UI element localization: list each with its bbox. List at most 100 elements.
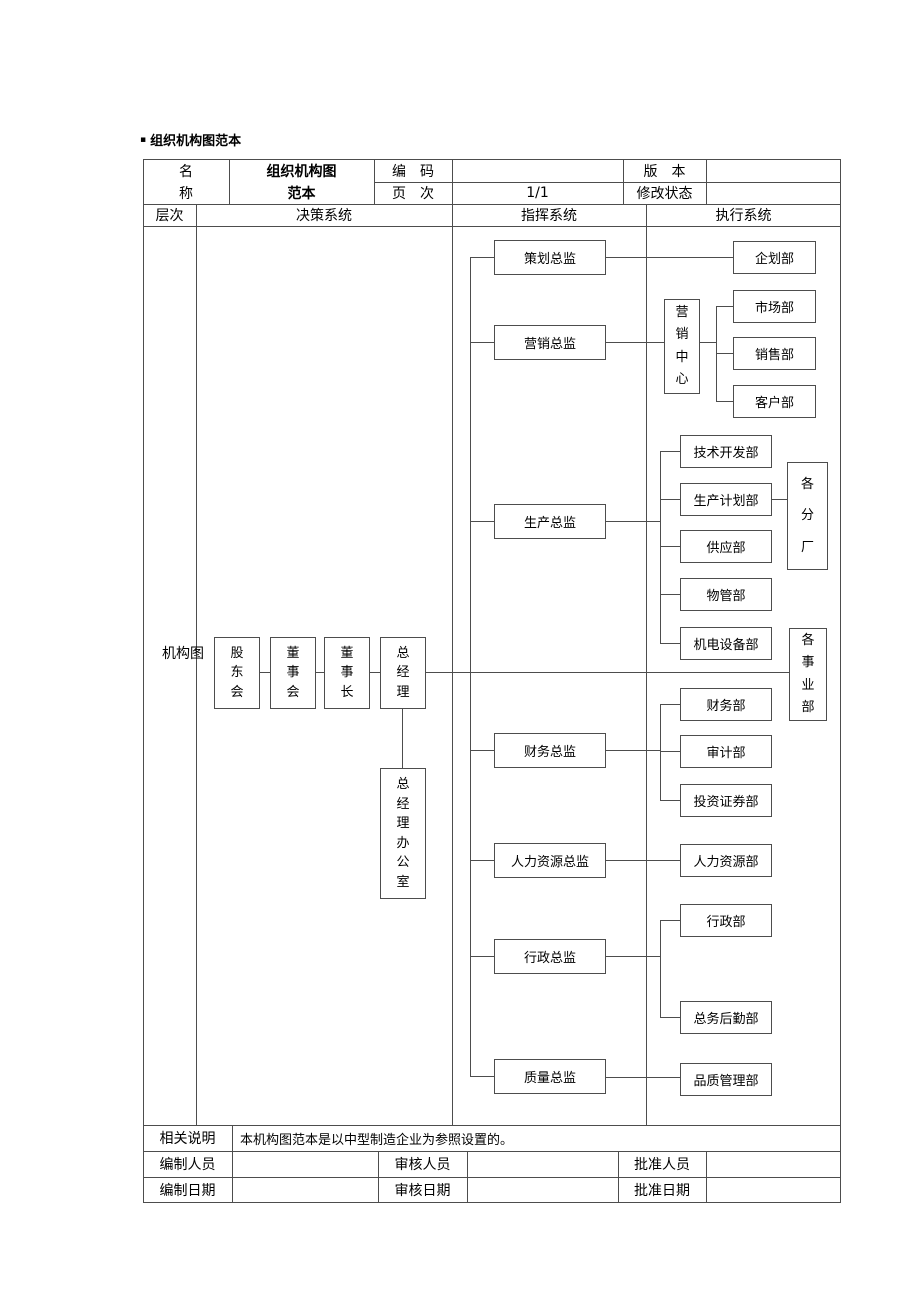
node-marketing-director: 营销总监 [494,325,606,360]
connector-line [402,709,403,768]
table-frame [143,159,841,1203]
command-system-header: 指挥系统 [521,208,577,224]
connector-line [700,342,716,343]
connector-line [660,499,680,500]
node-hr-dept-text: 人力资源部 [693,855,759,870]
node-materials-dept: 物管部 [680,578,772,611]
node-planning-director-text: 策划总监 [523,252,576,267]
node-audit-dept: 审计部 [680,735,772,768]
node-market-dept-text: 市场部 [754,301,794,316]
grid-line-v [232,1125,233,1203]
chart-row-label-text: 机构图 [162,646,204,663]
node-logistics-dept: 总务后勤部 [680,1001,772,1034]
grid-line-v [378,1151,379,1203]
connector-line [772,499,787,500]
node-quality-dept: 品质管理部 [680,1063,772,1096]
grid-line-h [143,1151,841,1152]
node-branch-factories: 各分厂 [787,462,828,570]
connector-line [660,920,680,921]
node-board-of-directors-text: 董事会 [286,645,300,700]
form-title-bottom: 范本 [287,186,316,202]
node-customer-dept: 客户部 [733,385,816,418]
connector-line [606,257,733,258]
prepared-date-label: 编制日期 [159,1183,216,1199]
node-prod-plan-dept: 生产计划部 [680,483,772,516]
form-title-top: 组织机构图 [266,163,337,180]
node-gm-office: 总经理办公室 [380,768,426,899]
grid-line-h [143,204,841,205]
node-securities-dept: 投资证券部 [680,784,772,817]
grid-line-h [143,1177,841,1178]
status-label: 修改状态 [636,186,693,202]
reviewed-date-label: 审核日期 [394,1183,451,1199]
connector-line [606,860,680,861]
node-securities-dept-text: 投资证券部 [693,795,759,810]
node-sales-dept-text: 销售部 [754,348,794,363]
node-sales-dept: 销售部 [733,337,816,370]
connector-line [660,704,661,801]
node-general-manager: 总经理 [380,637,426,709]
approved-by-label: 批准人员 [634,1157,690,1173]
name-label-top: 名 [179,163,193,180]
connector-line [470,521,494,522]
node-hr-director: 人力资源总监 [494,843,606,878]
connector-line [606,1077,680,1078]
node-marketing-center: 营销中心 [664,299,700,394]
grid-line-v [623,159,624,204]
bullet-icon: ▪ [140,134,147,145]
node-chairman-text: 董事长 [340,645,354,700]
node-customer-dept-text: 客户部 [754,396,794,411]
connector-line [470,956,494,957]
node-admin-director-text: 行政总监 [523,951,576,966]
node-tech-dev-dept: 技术开发部 [680,435,772,468]
node-admin-director: 行政总监 [494,939,606,974]
node-audit-dept-text: 审计部 [706,746,746,761]
code-label: 编 码 [392,163,434,180]
node-shareholders-meeting-text: 股东会 [230,645,244,700]
approved-date-label: 批准日期 [634,1183,690,1199]
document-title-text: 组织机构图范本 [150,134,242,149]
node-quality-director: 质量总监 [494,1059,606,1094]
node-production-director: 生产总监 [494,504,606,539]
node-equipment-dept: 机电设备部 [680,627,772,660]
execution-system-header: 执行系统 [715,208,772,224]
page-value: 1/1 [526,185,549,201]
node-logistics-dept-text: 总务后勤部 [693,1012,759,1027]
decision-system-header: 决策系统 [296,208,352,224]
grid-line-v [374,159,375,204]
grid-line-v [467,1151,468,1203]
connector-line [716,306,717,402]
connector-line [660,546,680,547]
connector-line [470,257,471,1077]
grid-line-v [618,1151,619,1203]
note-label: 相关说明 [159,1131,216,1147]
connector-line [716,401,733,402]
grid-line-v [229,159,230,204]
node-business-units: 各事业部 [789,628,827,721]
grid-line-v [452,159,453,1125]
grid-line-v [706,1151,707,1203]
node-finance-dept-text: 财务部 [706,699,746,714]
connector-line [660,704,680,705]
node-hr-director-text: 人力资源总监 [510,855,589,870]
node-general-manager-text: 总经理 [396,645,410,700]
node-supply-dept-text: 供应部 [706,541,746,556]
connector-line [470,1076,494,1077]
connector-line [716,306,733,307]
connector-line [660,451,661,644]
connector-line [606,750,660,751]
node-finance-director: 财务总监 [494,733,606,768]
connector-line [606,956,660,957]
document-title: ▪ 组织机构图范本 [140,130,241,149]
prepared-by-label: 编制人员 [159,1157,216,1173]
connector-line [470,750,494,751]
node-admin-dept-text: 行政部 [706,915,746,930]
grid-line-v [706,159,707,204]
node-branch-factories-text: 各分厂 [800,477,814,555]
node-finance-director-text: 财务总监 [523,745,576,760]
reviewed-by-label: 审核人员 [394,1157,451,1173]
grid-line-v [196,204,197,1125]
level-header: 层次 [155,208,184,224]
node-planning-dept: 企划部 [733,241,816,274]
